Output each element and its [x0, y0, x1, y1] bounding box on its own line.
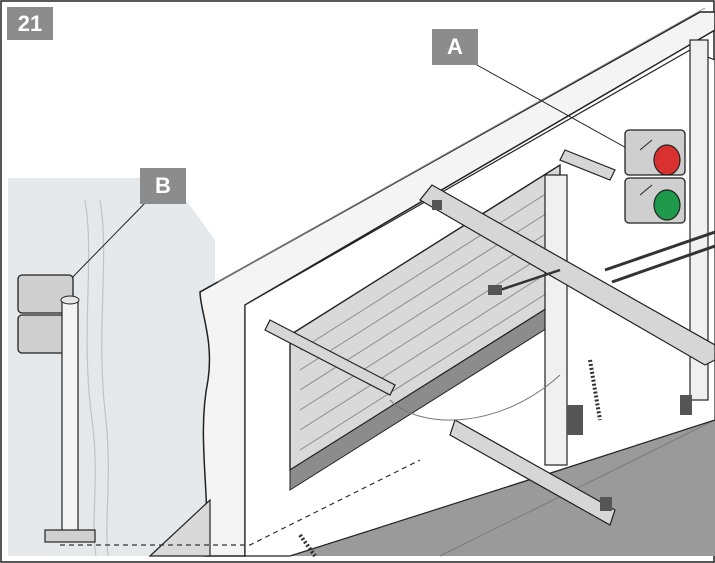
- rail-bar-2: [611, 244, 715, 284]
- cable-arc: [389, 374, 561, 421]
- bracket-beam: [559, 149, 616, 181]
- far-right-frame: [689, 39, 709, 401]
- left-wall-shade: [8, 178, 215, 556]
- callout-b-leader: [61, 199, 149, 289]
- wall-top-edge-inner: [217, 7, 706, 283]
- crossbar-beam-bottom: [449, 419, 616, 526]
- figure-number-badge: 21: [7, 7, 53, 40]
- door-lower-section: [148, 498, 211, 557]
- crossbar-beam-left: [264, 319, 396, 396]
- spring-2: [298, 533, 317, 558]
- wall-edge-line-2: [99, 199, 109, 557]
- floor-cable-dashed: [60, 459, 421, 546]
- callout-a-leader: [467, 59, 631, 151]
- rail-bar-3: [499, 268, 561, 292]
- garage-front-wall: [199, 11, 715, 557]
- right-door-frame: [544, 174, 568, 466]
- callout-label-a: A: [432, 29, 478, 65]
- rail-bar-1: [604, 230, 715, 272]
- callout-label-b: B: [140, 168, 186, 204]
- traffic-light-a-icon: [624, 129, 686, 224]
- traffic-light-b-icon: [17, 274, 96, 543]
- rail-hardware: [432, 200, 692, 511]
- crossbar-beam-top: [419, 184, 715, 366]
- wall-edge-line: [84, 199, 97, 557]
- floor-line: [439, 419, 715, 557]
- door-ribs: [299, 189, 553, 451]
